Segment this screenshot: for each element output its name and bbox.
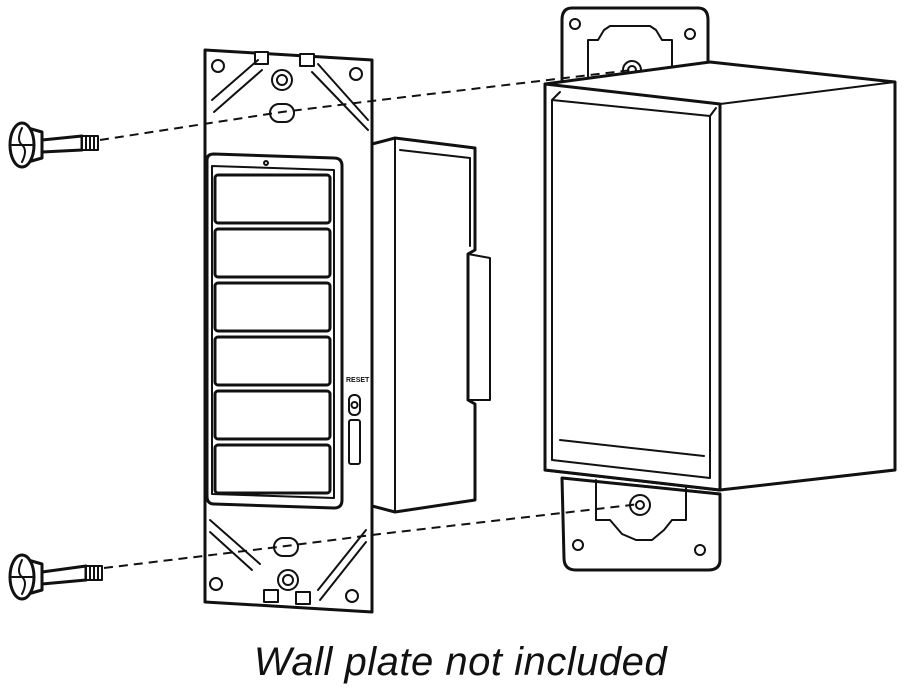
electrical-box	[543, 6, 897, 572]
keypad-button-5[interactable]	[213, 389, 332, 441]
keypad-button-2[interactable]	[213, 227, 332, 279]
alignment-line-top	[99, 69, 633, 141]
keypad-button-1[interactable]	[213, 173, 332, 225]
keypad-button-3[interactable]	[213, 281, 332, 333]
reset-button-area: RESET	[346, 377, 370, 465]
alignment-line-bottom	[103, 503, 641, 569]
device-housing	[370, 136, 491, 514]
box-bottom-ear	[560, 476, 722, 572]
air-gap-switch[interactable]	[348, 419, 361, 465]
reset-label: RESET	[346, 377, 370, 384]
keypad-buttons	[213, 173, 332, 495]
screw-top	[8, 121, 99, 169]
caption-text: Wall plate not included	[253, 640, 668, 684]
box-front-face	[543, 82, 722, 492]
screw-bottom	[8, 553, 103, 601]
keypad-button-6[interactable]	[213, 443, 332, 495]
reset-button[interactable]	[348, 394, 361, 416]
keypad-button-4[interactable]	[213, 335, 332, 387]
